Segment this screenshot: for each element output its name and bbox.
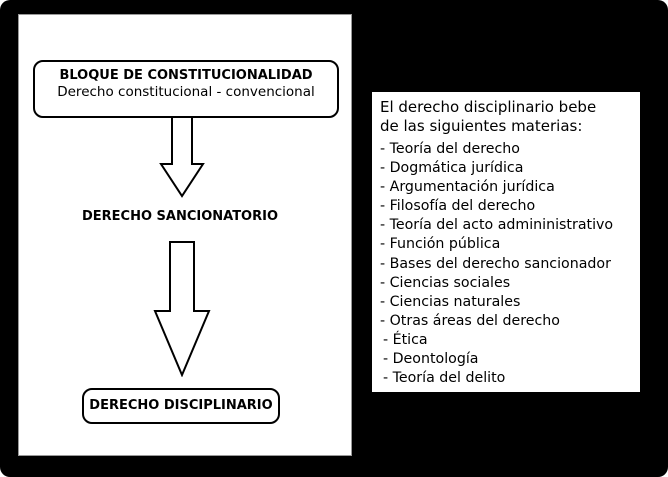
- bloque-constitucionalidad-box: BLOQUE DE CONSTITUCIONALIDAD Derecho con…: [33, 60, 339, 118]
- materias-panel: El derecho disciplinario bebe de las sig…: [372, 92, 640, 392]
- arrow-down-icon: [159, 116, 205, 198]
- list-item: - Filosofía del derecho: [380, 198, 536, 215]
- list-item: - Dogmática jurídica: [380, 160, 524, 177]
- list-item: - Argumentación jurídica: [380, 179, 555, 196]
- materias-list: - Teoría del derecho - Dogmática jurídic…: [380, 140, 613, 388]
- list-item: - Otras áreas del derecho: [380, 312, 560, 329]
- list-item: - Ciencias sociales: [380, 274, 511, 291]
- list-item: - Teoría del derecho: [380, 141, 520, 157]
- list-item: - Teoría del acto admininistrativo: [380, 217, 614, 234]
- materias-intro: El derecho disciplinario bebe de las sig…: [380, 98, 613, 136]
- list-item: - Deontología: [383, 351, 479, 368]
- list-item: - Ética: [383, 331, 428, 348]
- bloque-title: BLOQUE DE CONSTITUCIONALIDAD: [59, 68, 313, 83]
- disciplinario-title: DERECHO DISCIPLINARIO: [89, 398, 273, 413]
- sancionatorio-title: DERECHO SANCIONATORIO: [81, 209, 279, 224]
- derecho-disciplinario-box: DERECHO DISCIPLINARIO: [82, 388, 280, 424]
- list-item: - Teoría del delito: [383, 370, 506, 387]
- materias-text: El derecho disciplinario bebe de las sig…: [380, 98, 613, 388]
- intro-line-1: El derecho disciplinario bebe: [380, 98, 597, 116]
- list-item: - Ciencias naturales: [380, 293, 521, 310]
- intro-line-2: de las siguientes materias:: [380, 117, 583, 135]
- bloque-subtitle: Derecho constitucional - convencional: [57, 84, 315, 100]
- list-item: - Bases del derecho sancionador: [380, 255, 611, 272]
- flow-diagram-panel: BLOQUE DE CONSTITUCIONALIDAD Derecho con…: [18, 14, 352, 456]
- list-item: - Función pública: [380, 236, 501, 253]
- derecho-sancionatorio-box: DERECHO SANCIONATORIO: [75, 203, 285, 233]
- arrow-down-icon: [153, 241, 211, 377]
